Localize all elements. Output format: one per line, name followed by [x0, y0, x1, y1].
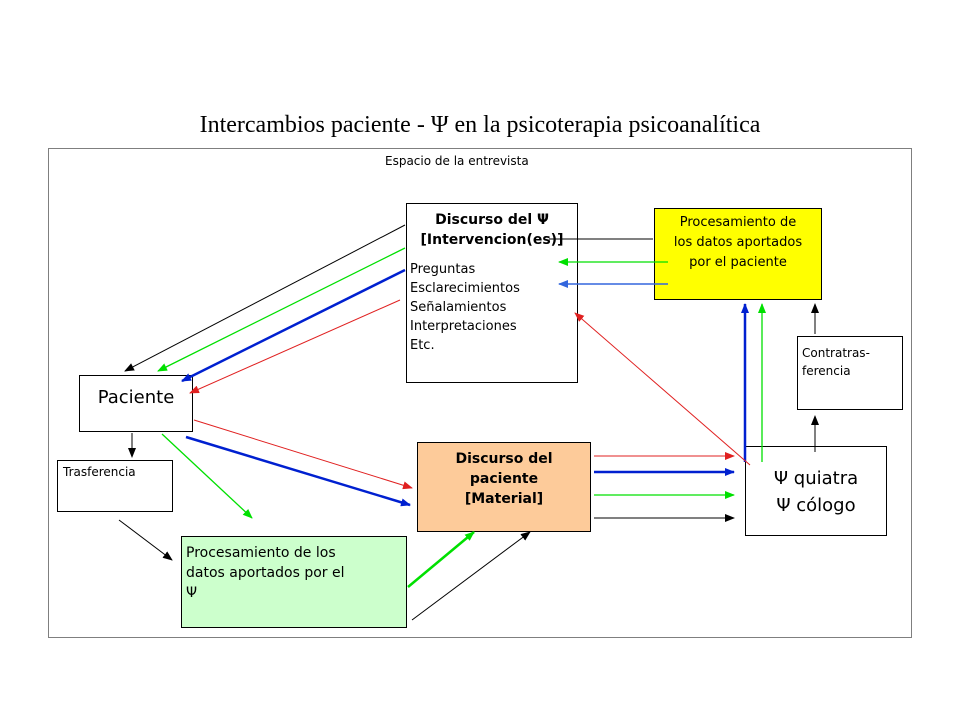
patient-label: Paciente — [97, 387, 175, 408]
patient-processing-line: Procesamiento de — [679, 215, 797, 230]
arrow-processing-to-patient-discourse-green — [407, 531, 475, 588]
therapist-processing-line: Ψ — [186, 585, 198, 601]
list-item: Esclarecimientos — [410, 281, 520, 296]
patient-processing-line: los datos aportados — [673, 235, 803, 250]
therapist-processing-line: Procesamiento de los — [186, 545, 336, 561]
therapist-line: Ψ quiatra — [773, 468, 859, 489]
diagram-title: Intercambios paciente - Ψ en la psicoter… — [199, 112, 761, 138]
patient-discourse-box: Discurso del paciente [Material] — [417, 442, 591, 532]
therapist-line: Ψ cólogo — [776, 495, 856, 516]
therapist-data-processing-box: Procesamiento de los datos aportados por… — [181, 536, 407, 628]
patient-discourse-line: [Material] — [464, 491, 544, 507]
countertransference-box: Contratras- ferencia — [797, 336, 903, 410]
transference-label: Trasferencia — [63, 465, 136, 479]
therapist-processing-line: datos aportados por el — [186, 565, 345, 581]
therapist-discourse-title: Discurso del Ψ — [435, 212, 549, 228]
therapist-discourse-subtitle: [Intervencion(es)] — [420, 232, 564, 248]
arrow-therapist-to-discourse-red — [574, 312, 751, 466]
arrow-patient-to-patient-discourse-blue — [185, 435, 411, 507]
arrow-patient-to-patient-discourse-red — [193, 419, 413, 490]
patient-processing-line: por el paciente — [689, 255, 787, 270]
interview-space-label: Espacio de la entrevista — [385, 154, 529, 168]
transference-box: Trasferencia — [57, 460, 173, 512]
list-item: Etc. — [410, 338, 435, 353]
arrow-discourse-to-patient-blue — [181, 268, 406, 383]
list-item: Señalamientos — [410, 300, 507, 315]
therapist-discourse-box: Discurso del Ψ [Intervencion(es)] Pregun… — [406, 203, 578, 383]
intervention-list: Preguntas Esclarecimientos Señalamientos… — [407, 260, 577, 355]
list-item: Preguntas — [410, 262, 476, 277]
arrow-discourse-to-patient-black — [124, 224, 406, 372]
interview-space-frame — [48, 148, 912, 638]
countertransference-line: Contratras- — [802, 346, 870, 360]
arrow-discourse-to-patient-green — [157, 247, 406, 372]
arrow-patient-to-processing-green — [161, 433, 253, 519]
patient-data-processing-box: Procesamiento de los datos aportados por… — [654, 208, 822, 300]
patient-discourse-line: paciente — [469, 471, 539, 487]
patient-box: Paciente — [79, 375, 193, 432]
countertransference-line: ferencia — [802, 364, 851, 378]
therapist-box: Ψ quiatra Ψ cólogo — [745, 446, 887, 536]
arrow-processing-to-patient-discourse-black — [411, 531, 531, 621]
arrow-transference-to-processing — [118, 519, 173, 561]
list-item: Interpretaciones — [410, 319, 517, 334]
patient-discourse-line: Discurso del — [455, 451, 553, 467]
arrow-discourse-to-patient-red — [189, 299, 401, 394]
